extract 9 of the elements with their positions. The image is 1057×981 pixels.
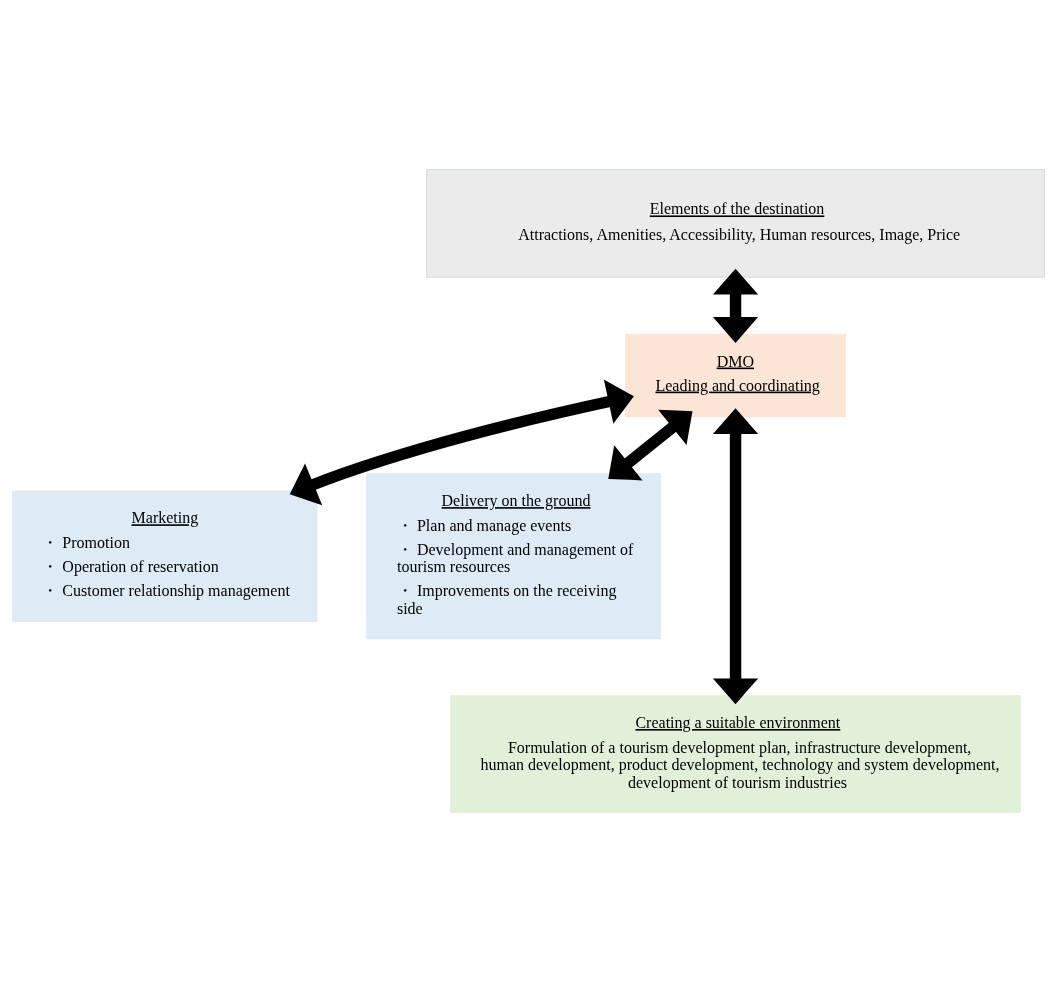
node-box: Delivery on the ground ・ Plan and manage events ・ Development and management of tourism resources ・ Improvements on the receiving side [366,472,662,639]
arrow [289,379,634,505]
arrow [712,268,759,343]
node-box: Marketing ・ Promotion ・ Operation of reservation ・ Customer relationship management [12,489,318,622]
arrow [608,409,693,480]
node-box: Creating a suitable environment Formulation of a tourism development plan, infrastructure development, human development, product development, technology and system development, development of tourism industries [450,694,1021,813]
node-box: Elements of the destination Attractions, Amenities, Accessibility, Human resources, Image, Price [426,168,1045,278]
arrow [712,407,759,704]
node-box: DMO Leading and coordinating [625,333,846,417]
